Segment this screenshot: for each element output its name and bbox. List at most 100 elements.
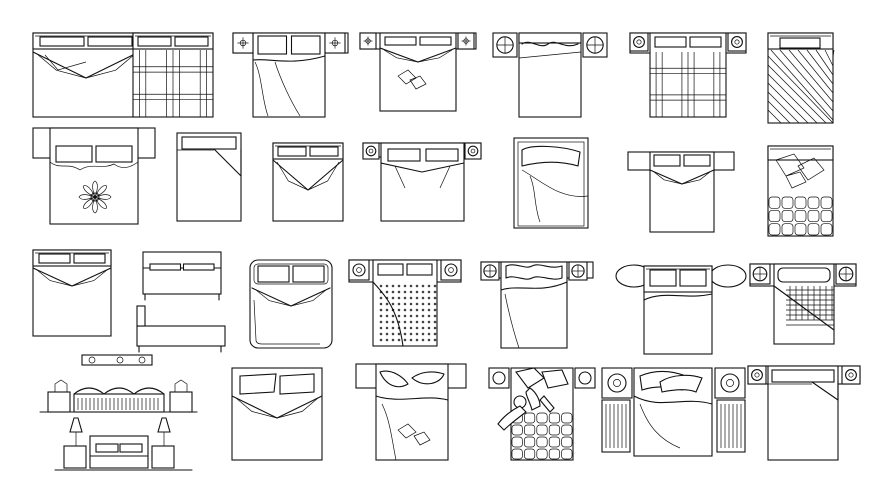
bed-block-r2-7-part-5 [768,196,781,209]
bed-block-r3-4-part-98 [421,332,425,336]
bed-block-r3-6-part-2 [709,264,747,288]
bed-block-r1-1-part-4 [39,36,85,47]
bed-block-r4-4-part-7 [511,424,523,436]
bed-block-r3-4-part-56 [409,308,413,312]
bed-block-r3-2-part-3 [149,263,182,271]
bed-block-r1-3-part-6 [239,39,247,47]
bed-block-r2-1 [32,127,156,225]
bed-block-r1-7-part-17 [815,49,834,76]
bed-block-r2-7-part-9 [781,209,794,223]
bed-block-r4-3-part-6 [381,403,397,461]
bed-block-r4-6-part-10 [811,381,839,401]
bed-block-r4-6-part-9 [771,369,835,383]
bed-block-r2-4 [362,142,482,222]
bed-block-r4-1-part-36 [69,417,83,433]
bed-block-r3-4-part-48 [421,302,425,306]
bed-block-r4-6-part-6 [841,365,861,385]
bed-block-r2-7-part-8 [781,196,794,209]
bed-block-r1-5-part-11 [521,41,579,47]
bed-block-r3-4-part-34 [397,296,401,300]
bed-block-r3-4-part-73 [391,320,395,324]
bed-block-r1-3-part-12 [290,35,321,55]
bed-block-r3-4-part-45 [403,302,407,306]
bed-block-r3-4-part-69 [427,314,431,318]
bed-block-r2-1-part-13 [94,185,107,198]
bed-block-r1-7-part-11 [767,55,834,124]
bed-block-r3-7-part-28 [773,285,835,331]
bed-block-r3-4-part-28 [421,290,425,294]
bed-block-r4-6 [747,365,861,461]
bed-block-r3-4-part-88 [421,326,425,330]
bed-block-r4-2-part-5 [235,397,278,419]
bed-block-r2-1-part-8 [92,196,98,214]
bed-block-r4-4-part-12 [524,436,536,448]
bed-block-r4-1-part-8 [54,379,68,392]
bed-block-r3-4-part-30 [433,290,437,294]
bed-block-r2-1-part-9 [83,196,96,209]
bed-block-r4-3-part-5 [375,395,449,401]
bed-block-r4-6-part-5 [754,372,760,378]
bed-block-r3-4-part-42 [385,302,389,306]
bed-block-r3-4-part-13 [391,284,395,288]
bed-block-r2-4-part-10 [425,148,459,162]
bed-block-r3-4-part-50 [433,302,437,306]
bed-block-r2-7-part-16 [807,223,820,236]
bed-block-r3-4-part-95 [403,332,407,336]
bed-block-r4-4-part-17 [536,448,548,460]
bed-block-r2-4-part-8 [470,148,476,154]
bed-block-r2-6 [627,151,735,233]
bed-block-r3-4-part-11 [379,284,383,288]
bed-block-r1-7 [767,32,835,124]
bed-block-r3-4-part-14 [397,284,401,288]
bed-block-r4-5-part-5 [720,373,740,393]
bed-block-r3-3 [249,259,333,349]
bed-block-r3-4-part-38 [421,296,425,300]
bed-block-r3-4-part-107 [415,338,419,342]
bed-block-r3-4-part-86 [409,326,413,330]
bed-block-r2-1-part-4 [95,145,133,163]
bed-block-r2-6-part-4 [683,154,711,167]
bed-block-r4-2-part-3 [279,373,315,395]
bed-block-r4-2 [231,367,323,461]
bed-block-r3-4-part-96 [409,332,413,336]
bed-block-r1-3-part-11 [257,35,288,55]
bed-block-r3-4-part-36 [409,296,413,300]
bed-block-r3-5-part-11 [505,264,563,280]
bed-block-r2-2-part-3 [213,148,242,177]
bed-block-r3-4-part-6 [440,259,462,281]
bed-block-r4-5-part-2 [607,373,627,393]
bed-block-r1-6-part-3 [629,32,649,52]
bed-block-r2-7-part-7 [768,223,781,236]
bed-block-r3-4-part-58 [421,308,425,312]
bed-block-r3-4-part-92 [385,332,389,336]
bed-block-r1-4 [359,32,477,112]
bed-block-r3-3-part-4 [292,265,325,283]
bed-block-r2-1-part-11 [83,185,96,198]
bed-block-r2-1-part-14 [90,192,100,202]
bed-block-r3-3-part-7 [290,289,327,307]
bed-block-r3-4-part-8 [448,267,454,273]
bed-block-r4-3-part-4 [411,371,445,385]
bed-block-r3-4-part-106 [409,338,413,342]
bed-block-r2-1-part-5 [49,161,139,171]
bed-block-r4-5-part-7 [601,399,631,453]
bed-block-r3-1-part-4 [38,253,71,264]
bed-block-r3-6 [615,264,747,355]
bed-block-r3-4-part-100 [433,332,437,336]
bed-block-r1-6-part-10 [689,36,722,48]
bed-block-r1-7-part-8 [767,82,809,124]
bed-block-r3-4-part-12 [385,284,389,288]
bed-block-r1-7-part-13 [779,49,834,112]
bed-block-r4-4-part-28 [525,387,541,411]
bed-block-r1-2-part-5 [174,36,209,47]
bed-block-r1-3 [232,32,349,118]
bed-block-r2-4-part-12 [394,165,406,189]
bed-block-r3-4-part-16 [409,284,413,288]
bed-block-r3-4-part-81 [379,326,383,330]
bed-block-r4-1-part-34 [63,445,87,469]
bed-block-r3-4-part-51 [379,308,383,312]
bed-block-r2-7-part-11 [794,196,807,209]
bed-block-r1-7-part-12 [770,49,834,121]
bed-block-r3-1-part-7 [36,269,73,287]
bed-block-r4-6-part-8 [848,372,854,378]
